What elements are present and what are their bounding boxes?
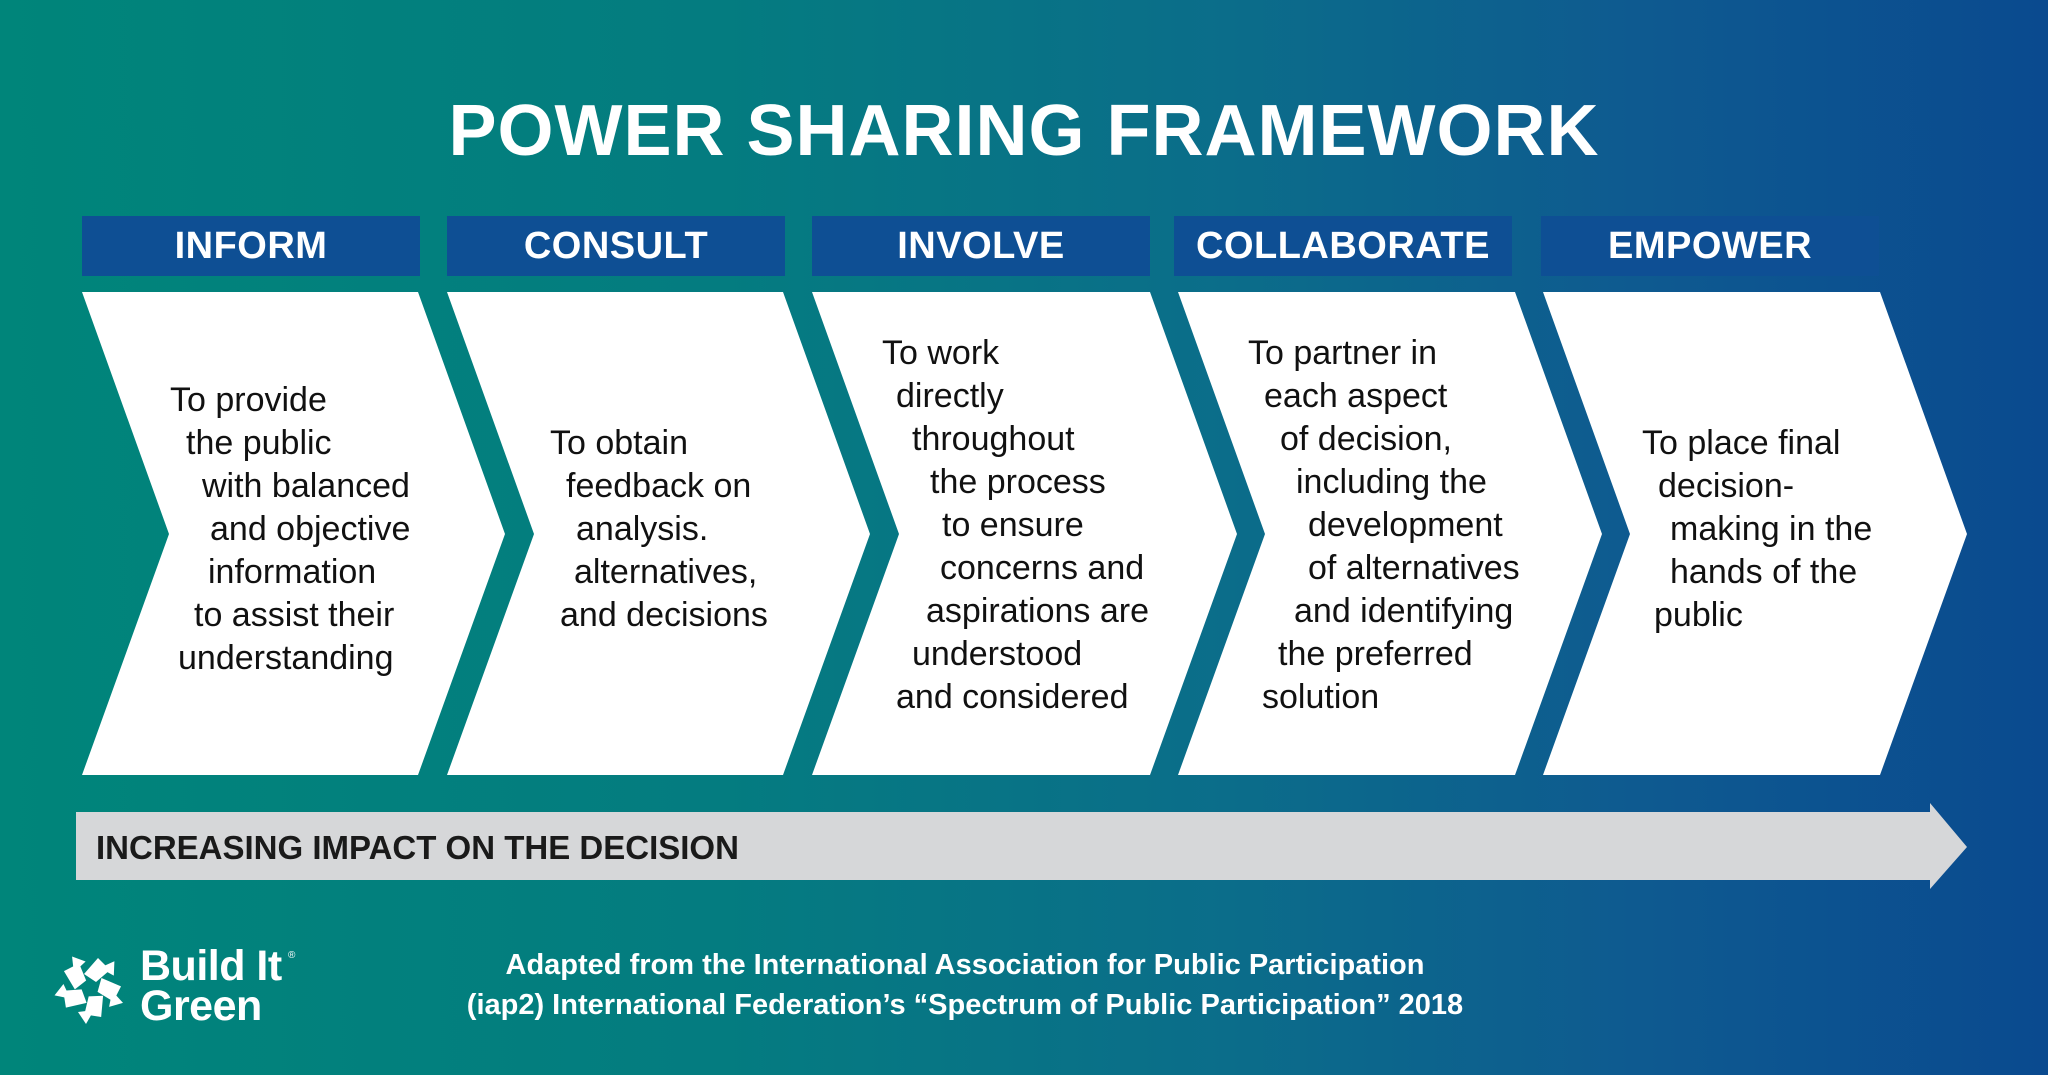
page-title: POWER SHARING FRAMEWORK	[448, 91, 1600, 171]
description-line: throughout	[912, 420, 1075, 458]
chevron-empower	[1543, 292, 1967, 775]
logo-line-2: Green	[140, 982, 262, 1030]
logo-line-1: Build It	[140, 942, 282, 990]
description-line: information	[208, 553, 377, 591]
description-line: and decisions	[560, 596, 768, 634]
description-line: To provide	[170, 381, 327, 419]
impact-arrow	[76, 803, 1967, 889]
description-line: the public	[186, 424, 332, 462]
source-credit: Adapted from the International Associati…	[380, 945, 1550, 1025]
description-line: understanding	[178, 639, 394, 677]
description-line: including the	[1296, 463, 1487, 501]
description-line: public	[1654, 596, 1743, 634]
description-line: decision-	[1658, 467, 1795, 505]
description-line: each aspect	[1264, 377, 1448, 415]
description-line: To work	[882, 334, 1000, 372]
description-line: and considered	[896, 678, 1129, 716]
description-line: of decision,	[1280, 420, 1452, 458]
description-line: solution	[1262, 678, 1380, 716]
description-line: analysis.	[576, 510, 709, 548]
chevron-involve	[812, 292, 1237, 775]
description-line: to ensure	[942, 506, 1084, 544]
chevron-consult	[447, 292, 870, 775]
description-line: the preferred	[1278, 635, 1473, 673]
logo-wordmark: Build It Green	[140, 942, 282, 1030]
stage-header-empower: EMPOWER	[1541, 216, 1879, 276]
stage-description-consult: To obtain feedback on analysis. alternat…	[550, 422, 768, 637]
credit-line-2: (iap2) International Federation’s “Spect…	[466, 989, 1464, 1021]
chevron-inform	[82, 292, 505, 775]
description-line: concerns and	[940, 549, 1145, 587]
stage-description-inform: To provide the public with balanced and …	[170, 379, 410, 680]
description-line: understood	[912, 635, 1083, 673]
description-line: To partner in	[1248, 334, 1437, 372]
description-line: and identifying	[1294, 592, 1514, 630]
description-line: to assist their	[194, 596, 395, 634]
description-line: making in the	[1670, 510, 1873, 548]
stage-header-involve: INVOLVE	[812, 216, 1150, 276]
description-line: and objective	[210, 510, 411, 548]
description-line: with balanced	[202, 467, 410, 505]
description-line: of alternatives	[1308, 549, 1520, 587]
stage-description-empower: To place final decision- making in the h…	[1642, 422, 1872, 637]
description-line: the process	[930, 463, 1106, 501]
stage-description-involve: To work directly throughout the process …	[882, 332, 1149, 719]
stage-header-consult: CONSULT	[447, 216, 785, 276]
description-line: To obtain	[550, 424, 688, 462]
build-it-green-logo-mark	[54, 956, 124, 1024]
credit-line-1: Adapted from the International Associati…	[505, 949, 1425, 981]
stage-description-collaborate: To partner in each aspect of decision, i…	[1248, 332, 1520, 719]
stage-header-collaborate: COLLABORATE	[1174, 216, 1512, 276]
description-line: hands of the	[1670, 553, 1858, 591]
description-line: development	[1308, 506, 1503, 544]
description-line: feedback on	[566, 467, 752, 505]
registered-mark: ®	[288, 950, 296, 961]
description-line: directly	[896, 377, 1004, 415]
stage-header-inform: INFORM	[82, 216, 420, 276]
description-line: alternatives,	[574, 553, 758, 591]
chevron-collaborate	[1178, 292, 1602, 775]
impact-arrow-label: INCREASING IMPACT ON THE DECISION	[96, 829, 739, 866]
description-line: To place final	[1642, 424, 1841, 462]
description-line: aspirations are	[926, 592, 1150, 630]
